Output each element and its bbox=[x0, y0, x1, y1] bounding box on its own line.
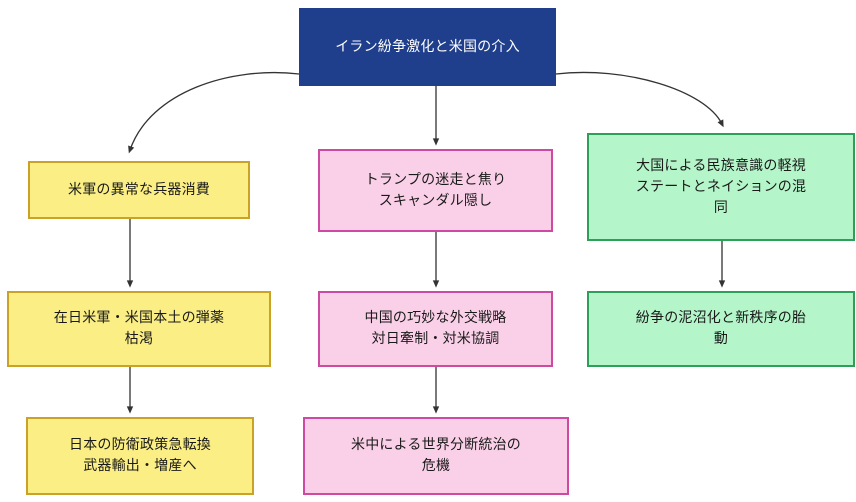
node-center-3-label: 米中による世界分断統治の危機 bbox=[351, 437, 521, 474]
node-center-1-label: トランプの迷走と焦りスキャンダル隠し bbox=[364, 171, 507, 209]
node-left-1-label: 米軍の異常な兵器消費 bbox=[68, 181, 210, 198]
node-left-2[interactable]: 在日米軍・米国本土の弾薬枯渇 bbox=[7, 291, 271, 367]
node-right-1[interactable]: 大国による民族意識の軽視ステートとネイションの混同 bbox=[587, 133, 855, 241]
node-left-3-label: 日本の防衛政策急転換武器輸出・増産へ bbox=[69, 437, 211, 474]
node-left-3[interactable]: 日本の防衛政策急転換武器輸出・増産へ bbox=[26, 417, 254, 495]
edge-root-to-right bbox=[555, 71, 724, 128]
node-center-3[interactable]: 米中による世界分断統治の危機 bbox=[303, 417, 569, 495]
node-left-2-label: 在日米軍・米国本土の弾薬枯渇 bbox=[53, 310, 225, 347]
node-right-1-label: 大国による民族意識の軽視ステートとネイションの混同 bbox=[635, 157, 807, 216]
node-center-1[interactable]: トランプの迷走と焦りスキャンダル隠し bbox=[318, 149, 553, 232]
node-right-2[interactable]: 紛争の泥沼化と新秩序の胎動 bbox=[587, 291, 855, 367]
node-center-2-label: 中国の巧妙な外交戦略対日牽制・対米協調 bbox=[364, 310, 507, 347]
node-right-2-label: 紛争の泥沼化と新秩序の胎動 bbox=[635, 310, 807, 347]
node-center-2[interactable]: 中国の巧妙な外交戦略対日牽制・対米協調 bbox=[318, 291, 553, 367]
node-root[interactable]: イラン紛争激化と米国の介入 bbox=[299, 8, 556, 86]
node-left-1[interactable]: 米軍の異常な兵器消費 bbox=[28, 161, 250, 219]
edge-root-to-left bbox=[128, 71, 300, 154]
node-root-label: イラン紛争激化と米国の介入 bbox=[335, 38, 520, 55]
